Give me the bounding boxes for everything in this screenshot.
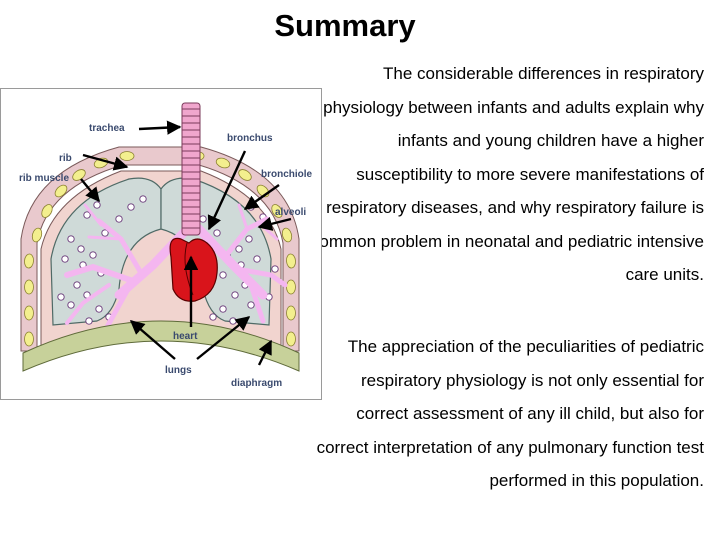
rib-oval xyxy=(271,204,283,218)
alveolus xyxy=(95,305,103,313)
rib-oval xyxy=(54,184,68,198)
alveolus xyxy=(213,229,221,237)
alveolus xyxy=(245,235,253,243)
rib-oval xyxy=(24,305,34,321)
trachea-rings xyxy=(182,108,200,229)
rib-oval xyxy=(281,227,293,243)
alveolus xyxy=(77,245,85,253)
lung-illustration: trachea rib rib muscle bronchus bronchio… xyxy=(19,102,313,389)
alveolus xyxy=(61,255,69,263)
label-alveoli: alveoli xyxy=(275,207,306,218)
rib-oval xyxy=(41,204,53,218)
rib-muscle-band xyxy=(20,146,300,352)
paragraph-pediatric-physiology: The appreciation of the peculiarities of… xyxy=(316,337,704,490)
paragraph-infant-adult-differences: The considerable differences in respirat… xyxy=(310,64,704,284)
alveolus xyxy=(73,281,81,289)
alveolus xyxy=(199,215,207,223)
alveolus xyxy=(89,251,97,259)
alveolus xyxy=(231,291,239,299)
label-trachea: trachea xyxy=(89,123,125,134)
label-bronchiole: bronchiole xyxy=(261,169,313,180)
rib-oval xyxy=(31,227,43,243)
slide-title: Summary xyxy=(274,8,416,43)
bronchial-tree xyxy=(64,203,288,330)
rib-oval xyxy=(24,253,34,269)
rib-ovals xyxy=(24,151,296,347)
alveolus xyxy=(57,293,65,301)
rib-oval xyxy=(286,253,296,269)
rib-oval xyxy=(286,305,296,321)
alveolus xyxy=(139,195,147,203)
alveolus xyxy=(253,255,261,263)
label-arrows xyxy=(80,120,292,366)
label-lungs: lungs xyxy=(165,365,192,376)
rib-oval xyxy=(119,151,135,161)
alveolus xyxy=(271,265,279,273)
alveolus xyxy=(219,305,227,313)
alveolus xyxy=(209,313,217,321)
alveolus xyxy=(67,235,75,243)
rib-oval xyxy=(286,279,296,295)
alveolus xyxy=(115,215,123,223)
alveolus xyxy=(247,301,255,309)
alveolus xyxy=(229,317,237,325)
alveolus xyxy=(235,245,243,253)
label-rib: rib xyxy=(59,153,72,164)
alveolus xyxy=(67,301,75,309)
rib-oval xyxy=(24,279,34,295)
label-diaphragm: diaphragm xyxy=(231,378,282,389)
heart-shape xyxy=(169,237,218,302)
alveolus xyxy=(101,229,109,237)
rib-oval xyxy=(215,157,231,169)
alveolus xyxy=(127,203,135,211)
label-rib-muscle: rib muscle xyxy=(19,173,69,184)
label-bronchus: bronchus xyxy=(227,133,273,144)
alveolus xyxy=(85,317,93,325)
rib-oval xyxy=(24,331,34,347)
alveolus xyxy=(219,271,227,279)
rib-oval xyxy=(238,169,252,181)
label-heart: heart xyxy=(173,331,198,342)
respiratory-system-diagram: trachea rib rib muscle bronchus bronchio… xyxy=(0,88,322,400)
trachea-tube xyxy=(181,102,201,236)
alveolus xyxy=(93,201,101,209)
alveolus xyxy=(83,211,91,219)
rib-oval xyxy=(286,331,296,347)
